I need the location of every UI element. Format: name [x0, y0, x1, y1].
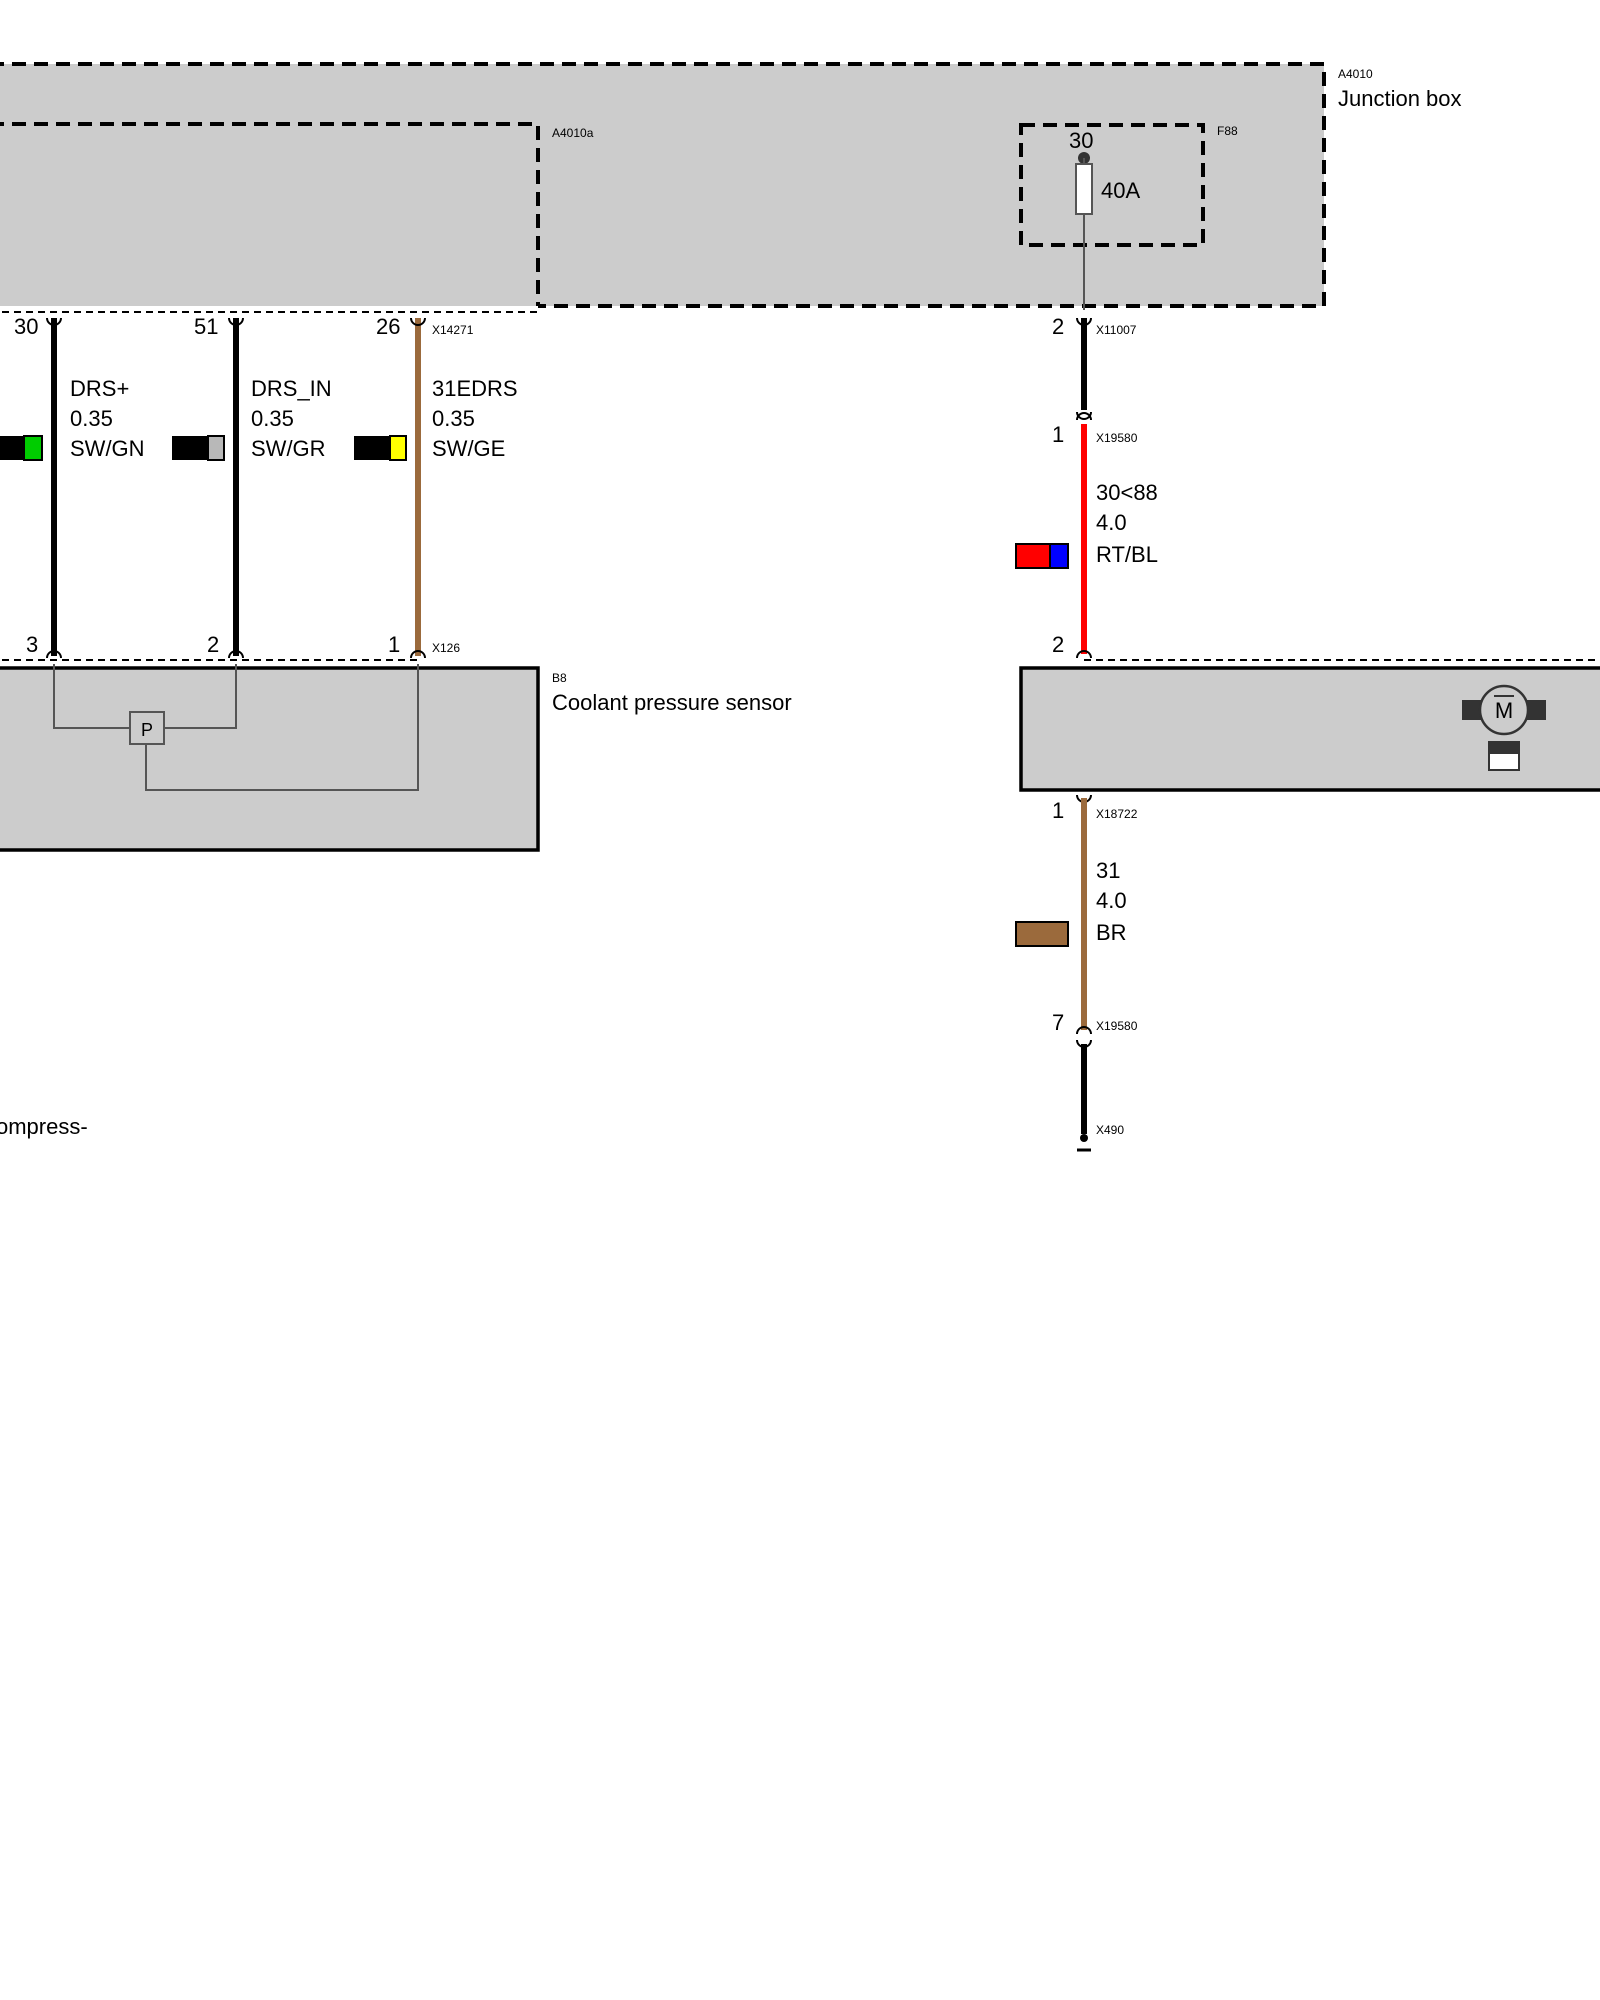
pin-arc	[46, 650, 62, 659]
wire-drs-plus-swatch-stripe	[23, 435, 43, 461]
wire-31edrs-swatch-stripe	[389, 435, 407, 461]
wire-drs-in-swatch-stripe	[207, 435, 225, 461]
connector-x11007: X11007	[1096, 323, 1137, 337]
wire-ground-color-code: BR	[1096, 920, 1127, 945]
wire-31edrs-signal: 31EDRS	[432, 376, 518, 401]
pin-arc	[228, 317, 244, 326]
wire-drs-in-signal: DRS_IN	[251, 376, 332, 401]
wire-drs-in-pin-top: 51	[194, 314, 218, 339]
wire-power-swatch-base	[1015, 543, 1051, 569]
connector-x490: X490	[1096, 1123, 1124, 1137]
pin-arc	[1076, 317, 1092, 326]
junction-box: A4010 Junction box A4010a F88 30 40A	[0, 62, 1462, 313]
fuse-pin: 30	[1069, 128, 1093, 153]
wire-drs-plus-pin-top: 30	[14, 314, 38, 339]
sensor-internal-line	[53, 664, 130, 729]
fuse-id: F88	[1217, 124, 1238, 138]
pin-arc	[410, 650, 426, 659]
wire-power-pin-top: 1	[1052, 422, 1064, 447]
wire-power-gauge: 4.0	[1096, 510, 1127, 535]
wire-31edrs-gauge: 0.35	[432, 406, 475, 431]
wire-drs-plus: 30 3 DRS+ 0.35 SW/GN	[0, 314, 145, 659]
motor-terminal-fill	[1489, 742, 1519, 754]
connector-x19580-top: X19580	[1096, 431, 1138, 445]
junction-box-name: Junction box	[1338, 86, 1462, 111]
wire-31edrs: 26 1 31EDRS 0.35 SW/GE	[354, 314, 518, 659]
fuse-icon	[1075, 163, 1093, 215]
wire-drs-in-gauge: 0.35	[251, 406, 294, 431]
inner-module-outline	[0, 122, 540, 306]
wire-31edrs-pin-top: 26	[376, 314, 400, 339]
wire-ground-gauge: 4.0	[1096, 888, 1127, 913]
junction-box-id: A4010	[1338, 67, 1373, 81]
wire-31edrs-color-code: SW/GE	[432, 436, 505, 461]
junction-box-body	[0, 64, 1324, 306]
pin-arc	[410, 317, 426, 326]
wire-31edrs-pin-bottom: 1	[388, 632, 400, 657]
sensor-internal-line	[145, 664, 419, 791]
pressure-sensor-symbol: P	[141, 720, 153, 740]
wire-power-color-code: RT/BL	[1096, 542, 1158, 567]
sensor-internal-line	[164, 664, 237, 729]
wire-ground-31: 1 X18722 31 4.0 BR 7 X19580 X490	[1015, 794, 1138, 1152]
sensor-body	[0, 666, 540, 852]
motor-icon	[1478, 684, 1530, 736]
connector-x14271: X14271	[432, 323, 474, 337]
wire-drs-plus-color-code: SW/GN	[70, 436, 145, 461]
wire-power-signal: 30<88	[1096, 480, 1158, 505]
wire-ground-pin-bottom: 7	[1052, 1010, 1064, 1035]
wire-drs-plus-gauge: 0.35	[70, 406, 113, 431]
wire-drs-plus-pin-bottom: 3	[26, 632, 38, 657]
motor-symbol: M	[1495, 698, 1513, 723]
wire-power-30-88: 2 X11007 1 X19580 30<88 4.0 RT/BL 2	[1015, 314, 1158, 659]
junction-box-outline	[0, 62, 1326, 308]
wire-drs-in-swatch-base	[172, 436, 208, 460]
connector-x126: X126	[432, 641, 460, 655]
pin-arc	[1076, 650, 1092, 659]
fuse-rating: 40A	[1101, 178, 1140, 203]
wire-31edrs-swatch-base	[354, 436, 390, 460]
wire-ground-swatch	[1015, 921, 1069, 947]
pin-arc	[46, 317, 62, 326]
partial-component-label: ompress-	[0, 1114, 88, 1139]
wire-ground-signal: 31	[1096, 858, 1120, 883]
wire-power-pin-bottom: 2	[1052, 632, 1064, 657]
wire-power-swatch-stripe	[1049, 543, 1069, 569]
wire-drs-in: 51 2 DRS_IN 0.35 SW/GR	[172, 314, 332, 659]
ground-terminal	[1080, 1134, 1088, 1142]
pin-arc	[228, 650, 244, 659]
motor-component: M	[1019, 659, 1600, 792]
wire-ground-pin-top: 1	[1052, 798, 1064, 823]
inner-module-id: A4010a	[552, 126, 594, 140]
pin-arc	[1076, 411, 1092, 420]
pin-arc	[1076, 1026, 1092, 1035]
wire-drs-plus-signal: DRS+	[70, 376, 129, 401]
wire-drs-in-pin-bottom: 2	[207, 632, 219, 657]
pressure-sensor-icon	[129, 711, 165, 745]
connector-x19580-bottom: X19580	[1096, 1019, 1138, 1033]
pin-arc	[1076, 412, 1092, 421]
fuse-frame	[1019, 123, 1205, 247]
sensor-id: B8	[552, 671, 567, 685]
wire-drs-in-color-code: SW/GR	[251, 436, 326, 461]
coolant-pressure-sensor: B8 Coolant pressure sensor P	[0, 659, 792, 852]
motor-brush-right	[1524, 700, 1546, 720]
connector-x18722: X18722	[1096, 807, 1138, 821]
motor-brush-left	[1462, 700, 1484, 720]
wire-drs-plus-swatch-base	[0, 436, 24, 460]
pin-x11007: 2	[1052, 314, 1064, 339]
sensor-name: Coolant pressure sensor	[552, 690, 792, 715]
